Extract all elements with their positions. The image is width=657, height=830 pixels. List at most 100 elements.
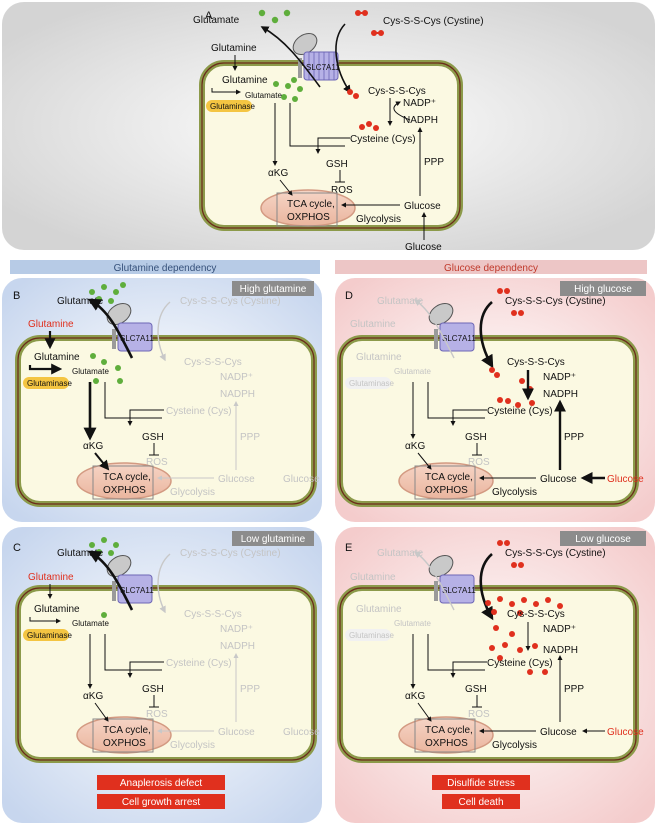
- panel-d-letter: D: [345, 290, 353, 302]
- panel-b-glutamine-in: Glutamine: [34, 352, 80, 363]
- panel-c-nadph: NADPH: [220, 641, 255, 652]
- panel-d-glutamate-in: Glutamate: [394, 367, 431, 376]
- panel-b-ppp: PPP: [240, 432, 260, 443]
- outcome-cell-death: [442, 794, 520, 809]
- panel-c-nadp: NADP⁺: [220, 624, 253, 635]
- panel-b-glutamate-in: Glutamate: [72, 367, 109, 376]
- panel-e-glutaminase: [345, 629, 391, 641]
- panel-d-cysteine: Cysteine (Cys): [487, 406, 553, 417]
- panel-e-slc7a11-label: SLC7A11: [442, 586, 476, 595]
- panel-c-glycolysis: Glycolysis: [170, 740, 215, 751]
- panel-c-gsh: GSH: [142, 684, 164, 695]
- panel-d-nadph: NADPH: [543, 389, 578, 400]
- panel-d-ros: ROS: [468, 457, 490, 468]
- panel-b-cystine-in: Cys-S-S-Cys: [184, 357, 242, 368]
- panel-d-cystine-out: Cys-S-S-Cys (Cystine): [505, 296, 606, 307]
- panel-e-cystine-in-dots: [485, 596, 563, 675]
- panel-d-glycolysis: Glycolysis: [492, 487, 537, 498]
- panel-d-glutaminase: [345, 377, 391, 389]
- panel-a-ros: ROS: [331, 185, 353, 196]
- panel-e-ros: ROS: [468, 709, 490, 720]
- panel-c-cysteine: Cysteine (Cys): [166, 658, 232, 669]
- panel-d-glucose-in: Glucose: [540, 474, 577, 485]
- panel-c-glutaminase-label: Glutaminase: [27, 631, 72, 640]
- panel-b-akg: αKG: [83, 441, 103, 452]
- outcome-anaplerosis-defect: [97, 775, 225, 790]
- panel-a-cystine-in-dots: [347, 89, 379, 131]
- panel-c-glucose-in: Glucose: [218, 727, 255, 738]
- panel-c-glucose-out: Glucose: [283, 727, 320, 738]
- panel-c-glutamine-out: Glutamine: [28, 572, 74, 583]
- panel-d-tca: TCA cycle,: [425, 472, 473, 483]
- panel-a-glutaminase-label: Glutaminase: [210, 102, 255, 111]
- glutamine-dependency-label: Glutamine dependency: [114, 263, 217, 274]
- panel-b-glutamate-in-dots: [90, 353, 123, 384]
- panel-a-cystine-in: Cys-S-S-Cys: [368, 86, 426, 97]
- panel-e-glutamate-in: Glutamate: [394, 619, 431, 628]
- panel-a-cystine-dots: [355, 10, 384, 36]
- panel-b-ros: ROS: [146, 457, 168, 468]
- panel-e-glycolysis: Glycolysis: [492, 740, 537, 751]
- panel-b-letter: B: [13, 290, 20, 302]
- panel-d-slc7a11: [434, 322, 475, 352]
- panel-e-cysteine: Cysteine (Cys): [487, 658, 553, 669]
- panel-c-glutamine-in: Glutamine: [34, 604, 80, 615]
- panel-a-glutamate-out: Glutamate: [193, 15, 240, 26]
- panel-a-oxphos: OXPHOS: [287, 212, 330, 223]
- panel-a-glutamine-out: Glutamine: [211, 43, 257, 54]
- panel-c-akg: αKG: [83, 691, 103, 702]
- panel-a-akg: αKG: [268, 168, 288, 179]
- panel-c-oxphos: OXPHOS: [103, 738, 146, 749]
- panel-b-badge-label: High glutamine: [240, 284, 307, 295]
- panel-c-mitochondrion: [76, 716, 172, 754]
- panel-a-slc7a11-label: SLC7A11: [306, 63, 340, 72]
- panel-a-letter: A: [205, 10, 213, 22]
- panel-a-nadp: NADP⁺: [403, 98, 436, 109]
- panel-e-nadph: NADPH: [543, 645, 578, 656]
- panel-c-slc7a11-label: SLC7A11: [120, 586, 154, 595]
- panel-e-badge-label: Low glucose: [575, 534, 631, 545]
- panel-a-cysteine: Cysteine (Cys): [350, 134, 416, 145]
- panel-e-ppp: PPP: [564, 684, 584, 695]
- panel-b-nadp: NADP⁺: [220, 372, 253, 383]
- panel-b-slc7a11-label: SLC7A11: [120, 334, 154, 343]
- panel-b-cysteine: Cysteine (Cys): [166, 406, 232, 417]
- panel-e-letter: E: [345, 542, 352, 554]
- panel-a-glutamine-in: Glutamine: [222, 75, 268, 86]
- panel-b-glutaminase: [23, 377, 69, 389]
- panel-d-glutaminase-label: Glutaminase: [349, 379, 394, 388]
- panel-c-slc7a11: [112, 574, 153, 604]
- panel-e-cystine-out: Cys-S-S-Cys (Cystine): [505, 548, 606, 559]
- panel-d-oxphos: OXPHOS: [425, 485, 468, 496]
- panel-b-nadph: NADPH: [220, 389, 255, 400]
- panel-e-glucose-in: Glucose: [540, 727, 577, 738]
- panel-b-slc7a11: [112, 322, 153, 352]
- panel-e-cystine-dots: [497, 540, 524, 568]
- panel-c-ros: ROS: [146, 709, 168, 720]
- panel-a-glutamate-dots: [258, 9, 291, 24]
- panel-e-gsh: GSH: [465, 684, 487, 695]
- panel-d-glutamine-in: Glutamine: [356, 352, 402, 363]
- panel-b-glutamine-out: Glutamine: [28, 319, 74, 330]
- panel-e-badge: [560, 531, 646, 546]
- outcome-disulfide-stress-label: Disulfide stress: [447, 778, 515, 789]
- panel-d-badge: [560, 281, 646, 296]
- panel-a-transporter-cap: [292, 33, 318, 55]
- outcome-disulfide-stress: [432, 775, 530, 790]
- panel-c-badge: [232, 531, 314, 546]
- panel-d-glutamate-out: Glutamate: [377, 296, 424, 307]
- panel-d-gsh: GSH: [465, 432, 487, 443]
- panel-e-nadp: NADP⁺: [543, 624, 576, 635]
- panel-d-cystine-in: Cys-S-S-Cys: [507, 357, 565, 368]
- panel-e-glutamine-out: Glutamine: [350, 572, 396, 583]
- panel-b-badge: [232, 281, 314, 296]
- panel-a-ppp: PPP: [424, 157, 444, 168]
- panel-b-gsh: GSH: [142, 432, 164, 443]
- panel-a-glucose-out: Glucose: [405, 242, 442, 253]
- glutamine-dependency-header: [10, 260, 320, 274]
- panel-d-ppp: PPP: [564, 432, 584, 443]
- panel-b-glycolysis: Glycolysis: [170, 487, 215, 498]
- panel-c-cystine-in: Cys-S-S-Cys: [184, 609, 242, 620]
- panel-d-glucose-out: Glucose: [607, 474, 644, 485]
- panel-d-slc7a11-label: SLC7A11: [442, 334, 476, 343]
